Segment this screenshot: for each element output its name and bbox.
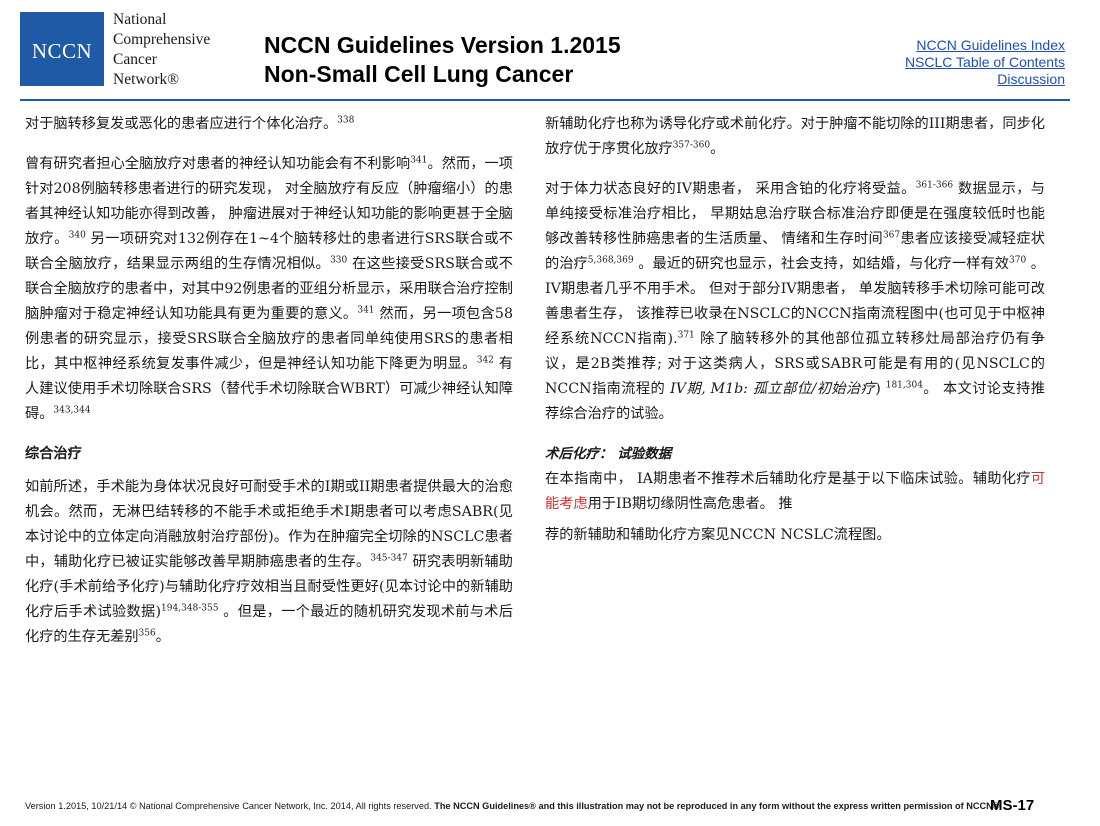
- reference: 371: [677, 330, 695, 341]
- reference: 342: [476, 355, 494, 366]
- reference: 340: [68, 230, 86, 241]
- page-title: NCCN Guidelines Version 1.2015 Non-Small…: [264, 31, 621, 89]
- text: 然而，另一项包含58例患者的研究显示，接受SRS联合全脑放疗的患者同单纯使用SR…: [25, 306, 513, 372]
- title-version: NCCN Guidelines Version 1.2015: [264, 32, 621, 58]
- text: 在本指南中， IA期患者不推荐术后辅助化疗是基于以下临床试验。辅助化疗: [545, 471, 1031, 487]
- paragraph: 对于脑转移复发或恶化的患者应进行个体化治疗。338: [25, 112, 513, 137]
- reference: 338: [337, 115, 355, 126]
- nccn-logo: NCCN National Comprehensive Cancer Netwo…: [20, 10, 236, 94]
- paragraph: 在本指南中， IA期患者不推荐术后辅助化疗是基于以下临床试验。辅助化疗可能考虑用…: [545, 467, 1045, 517]
- logo-line-1: National: [113, 11, 167, 28]
- paragraph: 新辅助化疗也称为诱导化疗或术前化疗。对于肿瘤不能切除的III期患者，同步化放疗优…: [545, 112, 1045, 162]
- reference: 5,368,369: [587, 255, 634, 266]
- text: 对于体力状态良好的IV期患者， 采用含铂的化疗将受益。: [545, 181, 916, 197]
- text: 。: [710, 141, 725, 157]
- footer-notice: The NCCN Guidelines® and this illustrati…: [434, 801, 1003, 811]
- logo-wordmark: National Comprehensive Cancer Network®: [113, 10, 210, 90]
- reference: 341: [357, 305, 375, 316]
- paragraph: 荐的新辅助和辅助化疗方案见NCCN NCSLC流程图。: [545, 527, 891, 543]
- text: 研究表明新辅助化疗(手术前给予化疗)与辅助化疗疗效相当且耐受性更好(见本讨论中的…: [25, 554, 513, 620]
- reference: 361-366: [915, 180, 954, 191]
- text: ): [875, 381, 886, 397]
- reference: 181,304: [885, 380, 923, 391]
- text: 在这些接受SRS联合或不联合全脑放疗的患者中，对其中92例患者的亚组分析显示，采…: [25, 256, 513, 322]
- text: 。 本文讨论支持推荐综合治疗的试验。: [545, 381, 1045, 422]
- text: 对于脑转移复发或恶化的患者应进行个体化治疗。: [25, 116, 338, 132]
- reference: 330: [330, 255, 348, 266]
- logo-box: NCCN: [20, 12, 104, 86]
- paragraph: 曾有研究者担心全脑放疗对患者的神经认知功能会有不利影响341。然而，一项针对20…: [25, 152, 513, 427]
- text: 如前所述，手术能为身体状况良好可耐受手术的I期或II期患者提供最大的治愈机会。然…: [25, 479, 513, 570]
- text: 另一项研究对132例存在1~4个脑转移灶的患者进行SRS联合或不联合全脑放疗，结…: [25, 231, 513, 272]
- text: 除了脑转移外的其他部位孤立转移灶局部治疗仍有争议，是2B类推荐; 对于这类病人，…: [545, 331, 1045, 397]
- subsection-heading: 术后化疗： 试验数据: [545, 446, 672, 462]
- text: 。IV期患者几乎不用手术。 但对于部分IV期患者， 单发脑转移手术切除可能可改善…: [545, 256, 1045, 347]
- logo-box-text: NCCN: [31, 39, 93, 63]
- reference: 356: [138, 628, 156, 639]
- italic-text: IV期, M1b: 孤立部位/初始治疗: [670, 381, 876, 397]
- text: 新辅助化疗也称为诱导化疗或术前化疗。对于肿瘤不能切除的III期患者，同步化放疗优…: [545, 116, 1045, 157]
- left-column: 对于脑转移复发或恶化的患者应进行个体化治疗。338 曾有研究者担心全脑放疗对患者…: [25, 112, 513, 665]
- toc-link[interactable]: NSCLC Table of Contents: [904, 54, 1065, 70]
- text: 曾有研究者担心全脑放疗对患者的神经认知功能会有不利影响: [25, 156, 411, 172]
- paragraph: 对于体力状态良好的IV期患者， 采用含铂的化疗将受益。361-366 数据显示，…: [545, 177, 1045, 427]
- title-topic: Non-Small Cell Lung Cancer: [264, 61, 574, 87]
- text: 。但是，一个最近的随机研究发现术前与术后化疗的生存无差别: [25, 604, 513, 645]
- text: 。: [155, 629, 170, 645]
- guidelines-index-link[interactable]: NCCN Guidelines Index: [916, 37, 1065, 53]
- discussion-link[interactable]: Discussion: [997, 71, 1065, 87]
- reference: 343,344: [53, 405, 91, 416]
- logo-line-4: Network®: [113, 71, 180, 88]
- reference: 367: [882, 230, 901, 241]
- footer-text: Version 1.2015, 10/21/14 © National Comp…: [25, 801, 435, 811]
- highlighted-text: 可能考虑: [545, 471, 1045, 512]
- reference: 345-347: [370, 553, 408, 564]
- reference: 370: [1009, 255, 1027, 266]
- footer-copyright: Version 1.2015, 10/21/14 © National Comp…: [25, 801, 1002, 811]
- reference: 357-360: [672, 140, 711, 151]
- paragraph: 如前所述，手术能为身体状况良好可耐受手术的I期或II期患者提供最大的治愈机会。然…: [25, 475, 513, 650]
- text: 有人建议使用手术切除联合SRS（替代手术切除联合WBRT）可减少神经认知障碍。: [25, 356, 513, 422]
- header-divider: [20, 99, 1070, 101]
- reference: 341: [410, 155, 428, 166]
- page-number: MS-17: [990, 797, 1035, 814]
- logo-line-2: Comprehensive: [113, 31, 211, 48]
- logo-line-3: Cancer: [113, 51, 157, 68]
- reference: 194,348-355: [161, 603, 219, 614]
- header-links: NCCN Guidelines Index NSCLC Table of Con…: [905, 37, 1065, 88]
- text: 。最近的研究也显示，社会支持，如结婚，与化疗一样有效: [633, 256, 1010, 272]
- text: 用于IB期切缘阴性高危患者。 推: [587, 496, 793, 512]
- right-column: 新辅助化疗也称为诱导化疗或术前化疗。对于肿瘤不能切除的III期患者，同步化放疗优…: [545, 112, 1045, 563]
- text: 患者应该接受减轻症状的治疗: [545, 231, 1045, 272]
- section-heading: 综合治疗: [25, 446, 82, 462]
- text: 。然而，一项针对208例脑转移患者进行的研究发现， 对全脑放疗有反应（肿瘤缩小）…: [25, 156, 513, 247]
- text: 数据显示，与单纯接受标准治疗相比， 早期姑息治疗联合标准治疗即便是在强度较低时也…: [545, 181, 1045, 247]
